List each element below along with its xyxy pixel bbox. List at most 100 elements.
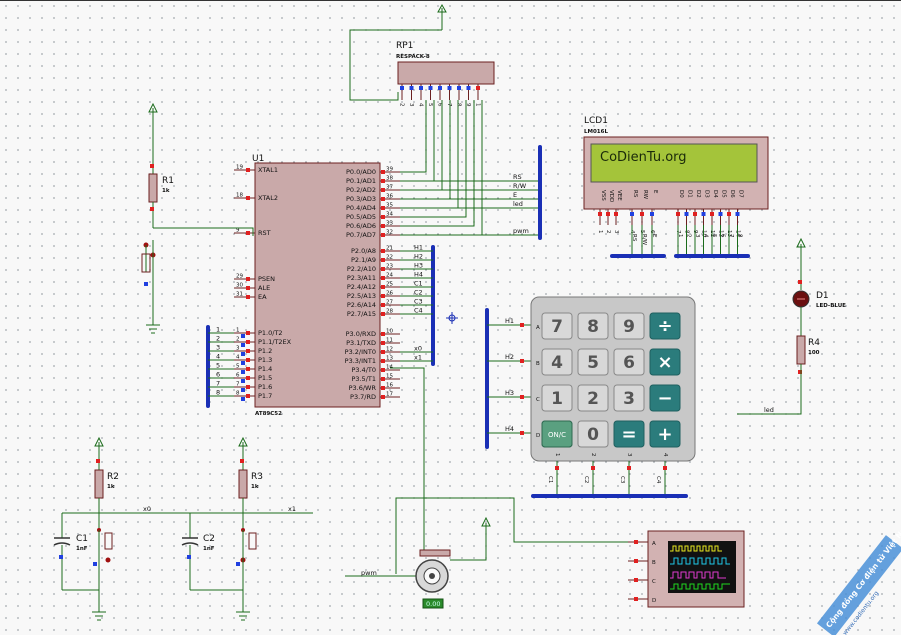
- lcd-bus-label: 1: [677, 234, 683, 238]
- x0-switch[interactable]: [62, 528, 113, 621]
- key-1-3[interactable]: ×: [649, 348, 681, 376]
- c2-capacitor[interactable]: C2 1nF: [181, 513, 215, 590]
- u1-pin-name: P0.7/AD7: [346, 231, 376, 239]
- u1-pin-num: 36: [386, 194, 393, 200]
- r3-resistor[interactable]: R3 1k x1: [190, 436, 313, 528]
- p2-net-label: C4: [414, 307, 423, 315]
- led-net-label: led: [764, 406, 774, 414]
- u1-right-pins: 39P0.0/AD038P0.1/AD137P0.2/AD236P0.3/AD3…: [345, 167, 400, 401]
- p1-net-label: 5: [216, 362, 220, 370]
- lcd-pin-num: 2: [605, 230, 611, 234]
- lcd-bus-label: 5: [711, 234, 717, 238]
- keypad-row-label: H2: [505, 353, 514, 361]
- key-1-0[interactable]: 4: [541, 348, 573, 376]
- keypad-col-label: C3: [619, 476, 625, 484]
- key-0-1[interactable]: 8: [577, 312, 609, 340]
- x1-switch[interactable]: [190, 528, 257, 621]
- p1-net-label: 4: [216, 353, 220, 361]
- u1-pin-name: P3.0/RXD: [346, 330, 376, 338]
- keypad-row-label: H3: [505, 389, 514, 397]
- key-0-0[interactable]: 7: [541, 312, 573, 340]
- keypad-col-num: 4: [662, 453, 668, 457]
- u1-pin-name: RST: [258, 229, 271, 237]
- lcd-bus-label: 4: [703, 234, 709, 238]
- u1-pin-name: P2.7/A15: [347, 310, 376, 318]
- u1-part: AT89C52: [255, 411, 282, 417]
- lcd-screen: [590, 143, 758, 183]
- d1-led[interactable]: D1 LED-BLUE: [792, 237, 846, 336]
- key-label: ON/C: [548, 431, 566, 439]
- u1-pin-name: P2.4/A12: [347, 283, 376, 291]
- r2-ref: R2: [107, 472, 119, 482]
- key-1-1[interactable]: 5: [577, 348, 609, 376]
- u1-pin-num: 26: [386, 291, 393, 297]
- u1-pin-name: P1.7: [258, 392, 272, 400]
- rp1-pin-num: 9: [465, 103, 471, 107]
- u1-pin-name: XTAL2: [258, 194, 278, 202]
- lcd-bus-label: RS: [631, 234, 637, 242]
- lcd-pin-num: 1: [597, 230, 603, 234]
- key-3-0[interactable]: ON/C: [541, 420, 573, 448]
- keypad-row-letter: C: [536, 397, 540, 403]
- key-2-0[interactable]: 1: [541, 384, 573, 412]
- u1-pin-num: 5: [236, 364, 240, 370]
- r2-resistor[interactable]: R2 1k x0: [62, 436, 190, 528]
- keypad-row-label: H4: [505, 425, 514, 433]
- p2-net-label: C2: [414, 289, 423, 297]
- u1-pin-name: P1.0/T2: [258, 329, 283, 337]
- key-2-2[interactable]: 3: [613, 384, 645, 412]
- r1-ref: R1: [162, 176, 174, 186]
- dc-motor[interactable]: pwm 0.00: [345, 367, 648, 609]
- lcd-pin-name: E: [652, 190, 658, 194]
- key-label: 7: [551, 317, 563, 337]
- u1-pin-name: P3.5/T1: [351, 375, 376, 383]
- u1-pin-num: 34: [386, 212, 393, 218]
- u1-pin-name: P2.5/A13: [347, 292, 376, 300]
- key-0-2[interactable]: 9: [613, 312, 645, 340]
- u1-pin-name: EA: [258, 293, 267, 301]
- lcd-bus-label: 2: [686, 234, 692, 238]
- u1-pin-name: P1.3: [258, 356, 272, 364]
- p2-net-label: H4: [414, 271, 423, 279]
- vcc-arrow-top: [349, 3, 447, 101]
- key-2-3[interactable]: −: [649, 384, 681, 412]
- lcd-pin-name: D3: [704, 190, 710, 198]
- u1-pin-num: 10: [386, 329, 393, 335]
- u1-pin-num: 25: [386, 282, 393, 288]
- u1-pin-name: P1.6: [258, 383, 272, 391]
- key-0-3[interactable]: ÷: [649, 312, 681, 340]
- u1-pin-name: P3.7/RD: [350, 393, 376, 401]
- p1-net-label: 1: [216, 326, 220, 334]
- lcd-module[interactable]: LCD1 LM016L CoDienTu.org VSS1VDD2VEE3RS4…: [583, 116, 769, 256]
- key-3-3[interactable]: +: [649, 420, 681, 448]
- key-1-2[interactable]: 6: [613, 348, 645, 376]
- u1-pin-name: P1.5: [258, 374, 272, 382]
- key-label: 1: [551, 389, 563, 409]
- r1-resistor[interactable]: R1 1k: [148, 102, 254, 236]
- u1-pin-name: P1.2: [258, 347, 272, 355]
- c1-capacitor[interactable]: C1 1nF: [53, 513, 88, 590]
- scope-channel-label: C: [652, 579, 656, 585]
- key-3-1[interactable]: 0: [577, 420, 609, 448]
- reset-button[interactable]: [141, 240, 160, 334]
- scope-channel-label: A: [652, 541, 656, 547]
- r2-value: 1k: [107, 484, 115, 490]
- u1-pin-name: P3.6/WR: [349, 384, 377, 392]
- u1-pin-num: 32: [386, 230, 393, 236]
- r4-resistor[interactable]: R4 100 led: [737, 335, 820, 415]
- keypad-row-letter: D: [536, 433, 540, 439]
- key-3-2[interactable]: =: [613, 420, 645, 448]
- u1-pin-name: P2.0/A8: [351, 247, 376, 255]
- p0-net-label: RS: [513, 173, 522, 181]
- p2-net-label: H1: [414, 244, 423, 252]
- key-2-1[interactable]: 2: [577, 384, 609, 412]
- p0-net-label: E: [513, 191, 517, 199]
- p1-net-label: 2: [216, 335, 220, 343]
